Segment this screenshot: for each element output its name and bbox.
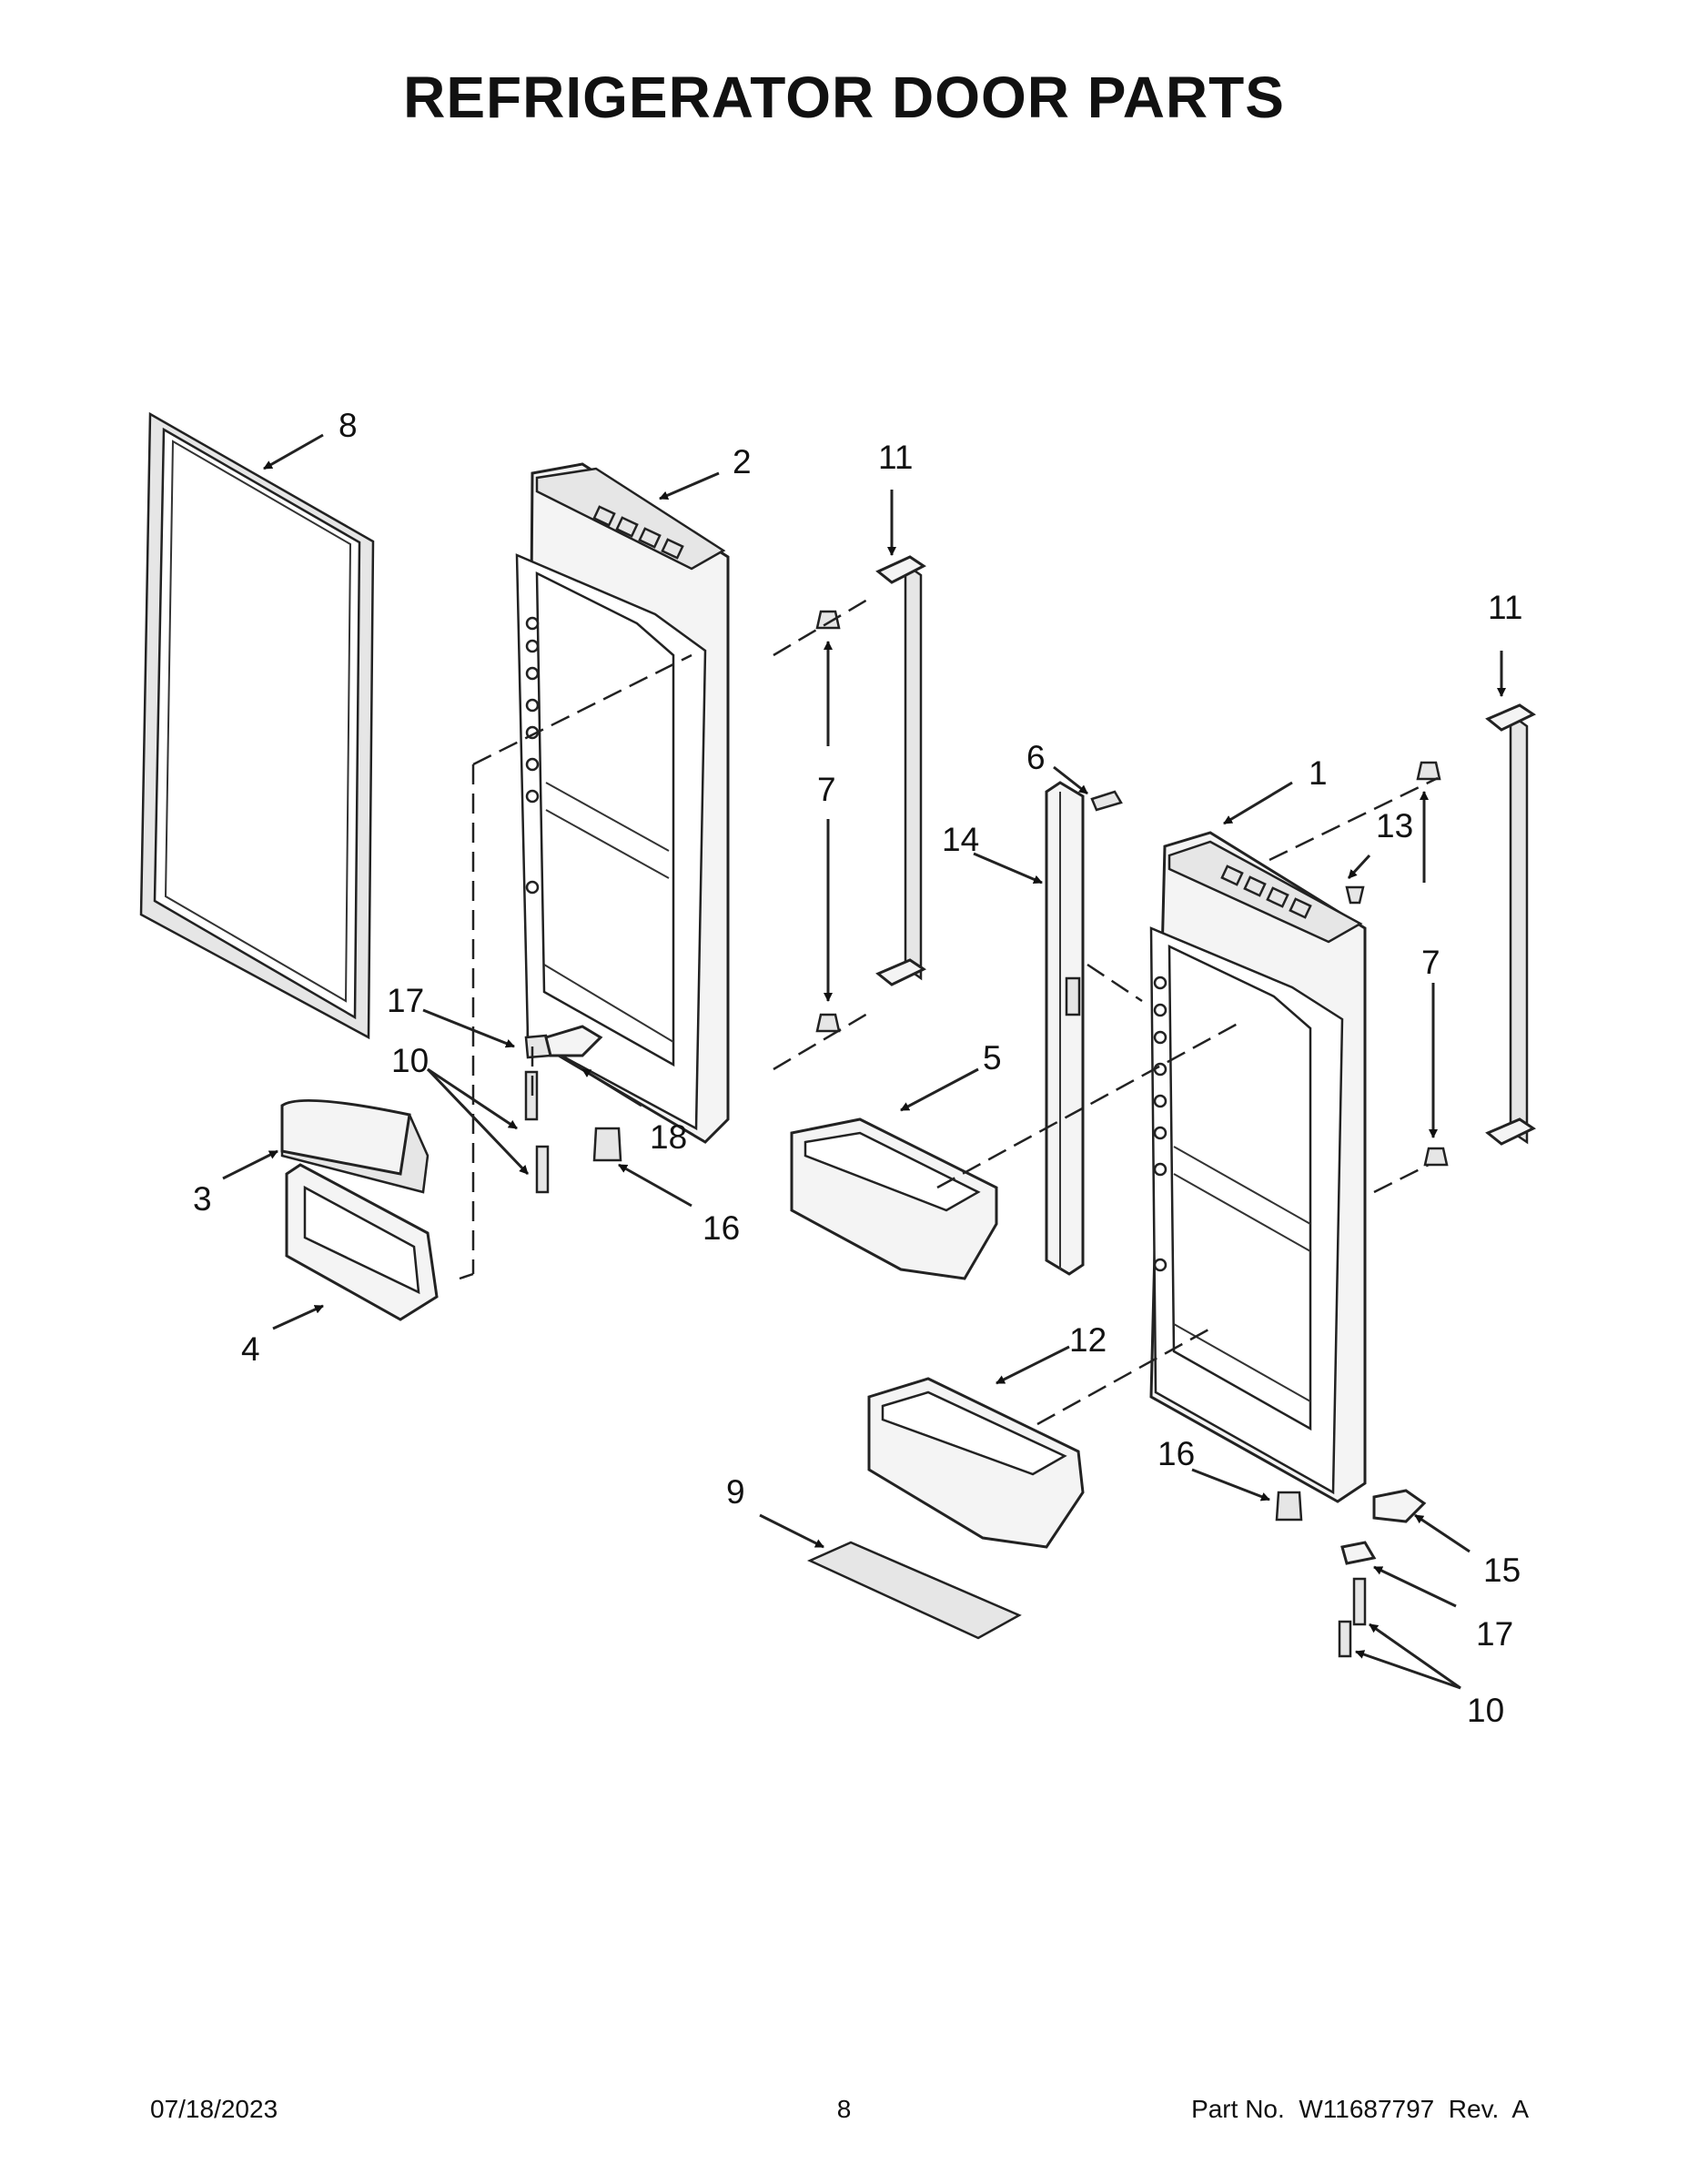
right-hinge-hardware (1275, 1489, 1427, 1658)
door-bin-part-5 (790, 1117, 998, 1280)
callout-1: 1 (1309, 754, 1328, 792)
callout-4: 4 (241, 1330, 260, 1368)
callout-2: 2 (733, 443, 752, 480)
right-handle-part-11 (1485, 703, 1537, 1146)
callout-17-left: 17 (387, 982, 424, 1019)
door-bin-cover-part-3 (280, 1098, 430, 1194)
callout-8: 8 (339, 407, 358, 444)
callout-12: 12 (1069, 1321, 1107, 1359)
left-handle-part-11 (875, 555, 927, 986)
callout-13: 13 (1376, 807, 1413, 844)
callout-18: 18 (650, 1118, 687, 1156)
door-gasket-part-8 (139, 411, 375, 1040)
callout-9: 9 (726, 1473, 745, 1511)
footer-page-number: 8 (836, 2095, 852, 2123)
callout-leaders (222, 433, 1506, 1690)
page-title: REFRIGERATOR DOOR PARTS (403, 65, 1285, 130)
footer-part-number: Part No. W11687797 Rev. A (1191, 2095, 1529, 2123)
plug-part-13 (1345, 885, 1365, 905)
callout-10-right: 10 (1467, 1692, 1504, 1729)
callout-11-right: 11 (1488, 589, 1522, 626)
callout-10-left: 10 (391, 1042, 429, 1079)
callout-7-right: 7 (1421, 944, 1440, 981)
callout-7-left: 7 (817, 771, 836, 808)
door-bin-part-4 (285, 1163, 439, 1321)
callout-16-right: 16 (1157, 1435, 1195, 1472)
callout-labels: 8 2 11 11 1 6 14 13 7 7 5 12 9 17 10 18 … (193, 407, 1522, 1729)
shelf-liner-part-9 (806, 1541, 1022, 1640)
callout-16-left: 16 (702, 1209, 740, 1247)
footer-date: 07/18/2023 (150, 2095, 278, 2123)
callout-5: 5 (983, 1039, 1002, 1077)
door-bin-part-12 (867, 1377, 1085, 1549)
callout-14: 14 (942, 821, 979, 858)
right-standoffs-part-7 (1416, 761, 1449, 1167)
screw-part-6 (1090, 790, 1123, 812)
alignment-lines (459, 594, 1439, 1426)
callout-6: 6 (1026, 739, 1046, 776)
left-door-liner-part-2 (515, 462, 730, 1144)
callout-3: 3 (193, 1180, 212, 1218)
right-door-liner-part-1 (1149, 831, 1367, 1503)
callout-15: 15 (1483, 1552, 1521, 1589)
callout-11-left: 11 (878, 439, 913, 476)
callout-17-right: 17 (1476, 1615, 1513, 1653)
door-closing-strip-part-14 (1045, 781, 1085, 1276)
left-hinge-hardware (524, 1025, 622, 1194)
